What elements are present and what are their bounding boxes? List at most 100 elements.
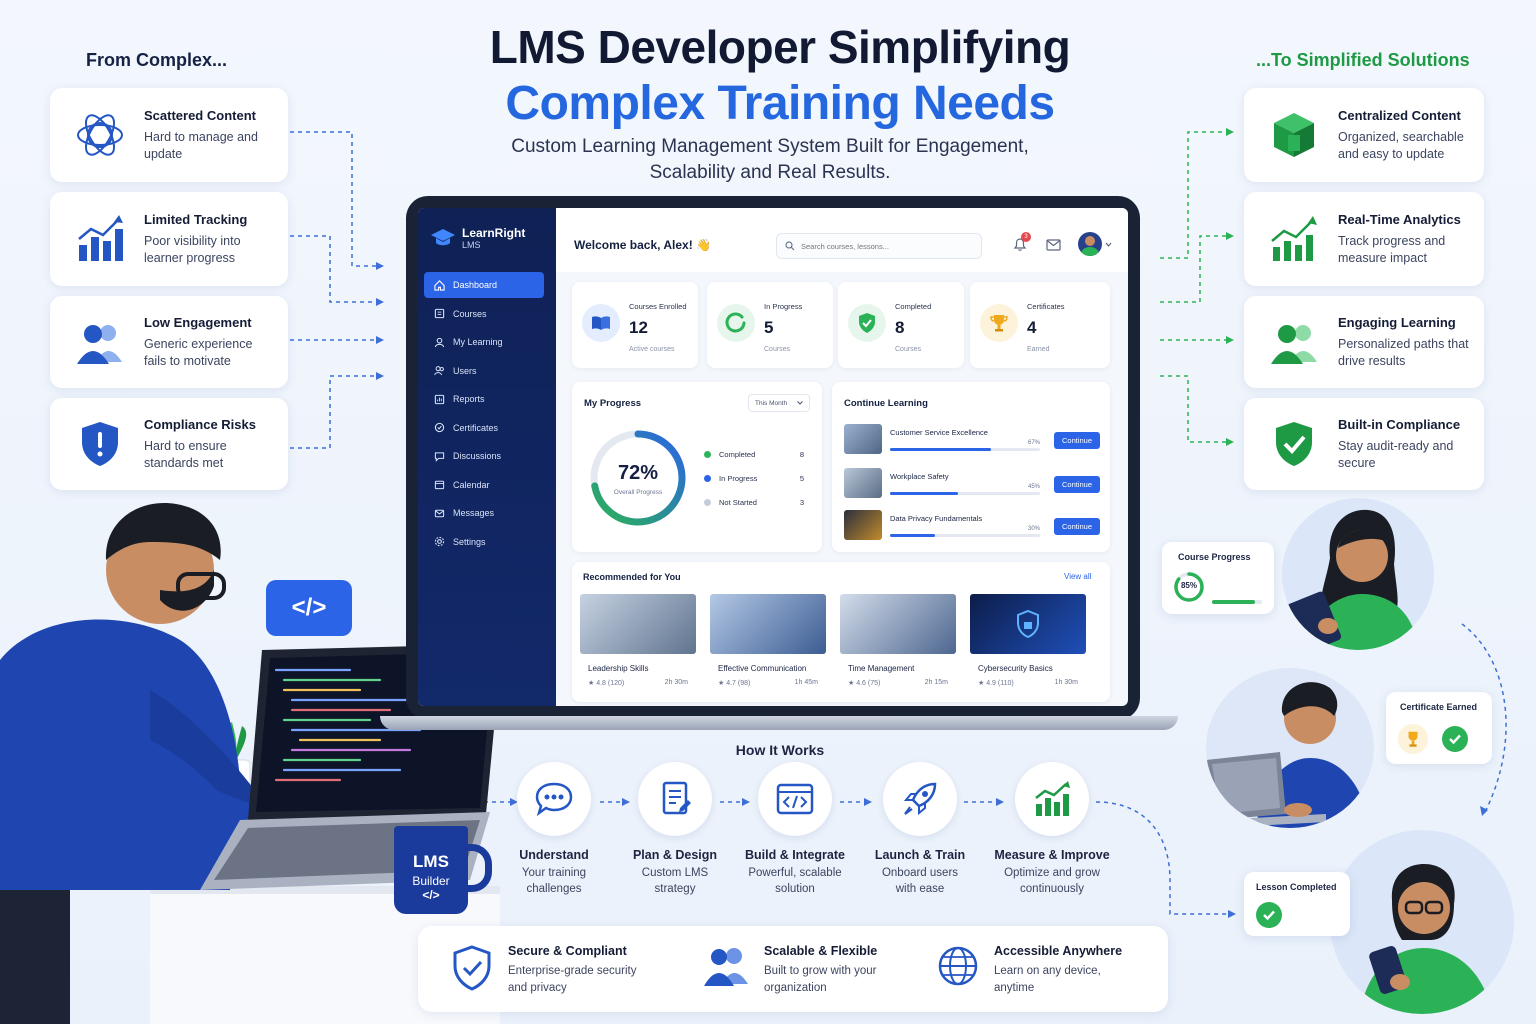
sidebar-item-users[interactable]: Users bbox=[424, 358, 544, 384]
sidebar-item-reports[interactable]: Reports bbox=[424, 386, 544, 412]
learner-phone-illustration bbox=[1330, 830, 1514, 1014]
search-input[interactable] bbox=[801, 241, 971, 251]
continue-button[interactable]: Continue bbox=[1054, 432, 1100, 449]
stat-completed[interactable]: Completed 8 Courses bbox=[838, 282, 964, 368]
stat-certificates[interactable]: Certificates 4 Earned bbox=[970, 282, 1110, 368]
notification-count: 3 bbox=[1021, 232, 1031, 242]
sidebar-item-label: Courses bbox=[453, 308, 487, 319]
sidebar-item-courses[interactable]: Courses bbox=[424, 301, 544, 327]
avatar bbox=[1078, 232, 1102, 256]
stat-sub: Earned bbox=[1027, 346, 1050, 353]
period-dropdown[interactable]: This Month bbox=[748, 394, 810, 412]
solution-desc: Stay audit-ready and secure bbox=[1338, 438, 1454, 470]
problem-card-scattered-content: Scattered Content Hard to manage and upd… bbox=[50, 88, 288, 182]
recommended-course-card[interactable]: Cybersecurity Basics ★ 4.9 (110)1h 30m bbox=[970, 594, 1086, 692]
search-icon bbox=[785, 241, 795, 251]
messages-button[interactable] bbox=[1046, 238, 1061, 256]
stat-label: In Progress bbox=[764, 302, 803, 311]
users-icon bbox=[68, 310, 132, 374]
check-circle-icon bbox=[1256, 902, 1282, 928]
course-rating: ★ 4.9 (110) bbox=[978, 680, 1014, 687]
continue-button[interactable]: Continue bbox=[1054, 476, 1100, 493]
course-progress-track bbox=[890, 492, 1040, 495]
stat-value: 12 bbox=[629, 318, 648, 337]
sidebar-item-dashboard[interactable]: Dashboard bbox=[424, 272, 544, 298]
course-image bbox=[970, 594, 1086, 654]
users-icon bbox=[704, 948, 748, 986]
badge-icon bbox=[434, 422, 445, 433]
code-window-icon bbox=[758, 762, 832, 836]
brand-logo[interactable]: LearnRight LMS bbox=[430, 226, 525, 250]
step-desc: Onboard users with ease bbox=[881, 867, 959, 895]
sidebar-item-messages[interactable]: Messages bbox=[424, 500, 544, 526]
course-percent: 67% bbox=[1028, 440, 1041, 446]
continue-course-row[interactable]: Workplace Safety 45% Continue bbox=[844, 468, 1100, 502]
problem-title: Limited Tracking bbox=[144, 211, 248, 227]
sidebar-item-label: Users bbox=[453, 365, 477, 376]
sidebar-item-label: My Learning bbox=[453, 337, 503, 347]
tangle-icon bbox=[68, 103, 132, 167]
solution-title: Real-Time Analytics bbox=[1338, 211, 1461, 227]
badge-value: 85% bbox=[1180, 581, 1197, 590]
step-title: Measure & Improve bbox=[994, 848, 1110, 862]
shield-check-icon bbox=[453, 945, 491, 991]
course-duration: 2h 15m bbox=[924, 679, 948, 686]
solution-card-built-in-compliance: Built-in Compliance Stay audit-ready and… bbox=[1244, 398, 1484, 490]
legend-label: Not Started bbox=[719, 498, 757, 507]
step-desc: Optimize and grow continuously bbox=[1004, 867, 1100, 895]
bar-chart-icon bbox=[68, 207, 132, 271]
stat-sub: Active courses bbox=[629, 346, 675, 353]
sidebar-item-certificates[interactable]: Certificates bbox=[424, 415, 544, 441]
shield-lock-icon bbox=[1017, 609, 1039, 639]
notification-bell[interactable]: 3 bbox=[1012, 232, 1031, 257]
learners-icon bbox=[1262, 310, 1326, 374]
recommended-course-card[interactable]: Leadership Skills ★ 4.8 (120)2h 30m bbox=[580, 594, 696, 692]
sidebar-nav: Dashboard Courses My Learning Users Repo… bbox=[424, 272, 544, 557]
solution-desc: Organized, searchable and easy to update bbox=[1338, 129, 1464, 161]
continue-course-row[interactable]: Customer Service Excellence 67% Continue bbox=[844, 424, 1100, 458]
course-progress-track bbox=[1212, 600, 1262, 604]
rocket-icon bbox=[883, 762, 957, 836]
search-box[interactable] bbox=[776, 233, 982, 259]
solution-title: Centralized Content bbox=[1338, 107, 1461, 123]
graduation-cap-icon bbox=[431, 229, 455, 246]
course-percent: 45% bbox=[1028, 484, 1041, 490]
stat-courses-enrolled[interactable]: Courses Enrolled 12 Active courses bbox=[572, 282, 698, 368]
course-name: Workplace Safety bbox=[890, 472, 949, 481]
continue-course-row[interactable]: Data Privacy Fundamentals 30% Continue bbox=[844, 510, 1100, 544]
progress-percent: 72% bbox=[617, 462, 659, 484]
step-desc: Your training challenges bbox=[521, 867, 587, 895]
user-menu[interactable] bbox=[1078, 232, 1112, 256]
benefit-scalable-flexible: Scalable & Flexible Built to grow with y… bbox=[702, 944, 894, 997]
problem-card-low-engagement: Low Engagement Generic experience fails … bbox=[50, 296, 288, 388]
view-all-link[interactable]: View all bbox=[1064, 572, 1092, 581]
stat-label: Certificates bbox=[1027, 302, 1065, 311]
sidebar-item-calendar[interactable]: Calendar bbox=[424, 472, 544, 498]
sidebar-item-settings[interactable]: Settings bbox=[424, 529, 544, 555]
mail-icon bbox=[1046, 239, 1061, 251]
sidebar-item-discussions[interactable]: Discussions bbox=[424, 443, 544, 469]
legend-dot bbox=[704, 499, 711, 506]
benefit-accessible-anywhere: Accessible Anywhere Learn on any device,… bbox=[936, 944, 1122, 997]
progress-ring-arc bbox=[590, 430, 686, 526]
course-duration: 1h 30m bbox=[1054, 679, 1078, 686]
trophy-icon bbox=[1398, 724, 1428, 754]
stat-in-progress[interactable]: In Progress 5 Courses bbox=[707, 282, 833, 368]
step-title: Plan & Design bbox=[632, 848, 718, 862]
course-progress-fill bbox=[1212, 600, 1255, 604]
course-rating: ★ 4.8 (120) bbox=[588, 680, 625, 687]
solution-card-engaging-learning: Engaging Learning Personalized paths tha… bbox=[1244, 296, 1484, 388]
course-progress-fill bbox=[890, 534, 935, 537]
course-rating: ★ 4.7 (98) bbox=[718, 680, 751, 687]
globe-icon bbox=[938, 946, 978, 986]
continue-button[interactable]: Continue bbox=[1054, 518, 1100, 535]
badge-title: Course Progress bbox=[1178, 552, 1251, 562]
step-title: Launch & Train bbox=[874, 848, 966, 862]
recommended-course-card[interactable]: Time Management ★ 4.6 (75)2h 15m bbox=[840, 594, 956, 692]
problem-title: Compliance Risks bbox=[144, 416, 256, 432]
sidebar-item-my-learning[interactable]: My Learning bbox=[424, 329, 544, 355]
stat-value: 8 bbox=[895, 318, 905, 337]
recommended-course-card[interactable]: Effective Communication ★ 4.7 (98)1h 45m bbox=[710, 594, 826, 692]
stat-sub: Courses bbox=[895, 346, 922, 353]
